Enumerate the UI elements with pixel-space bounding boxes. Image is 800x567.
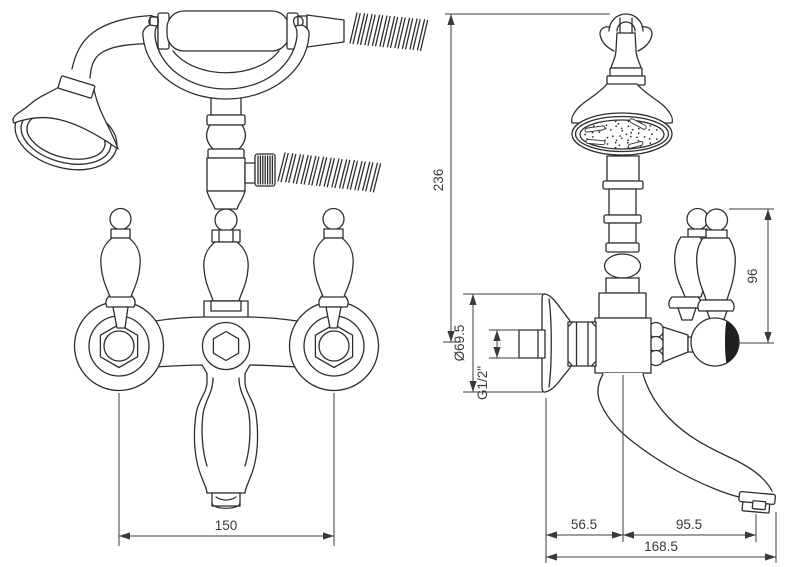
shower-hose-upper xyxy=(349,12,429,52)
dim-bottom: 56.5 95.5 168.5 xyxy=(545,375,777,563)
valve-body-side xyxy=(594,292,652,374)
handles-side xyxy=(668,207,736,326)
dim-150: 150 xyxy=(118,393,335,546)
outlet-nipple-dark xyxy=(725,321,739,363)
diverter-knob xyxy=(254,153,276,187)
lever-handle-left xyxy=(100,207,141,329)
hand-shower xyxy=(12,10,345,171)
inlet-nipple xyxy=(518,329,546,359)
dim-label-168-5: 168.5 xyxy=(644,539,678,554)
dim-label-95-5: 95.5 xyxy=(676,517,702,532)
shower-cradle xyxy=(142,15,310,100)
spout-outlet xyxy=(738,490,777,514)
spray-face-slots xyxy=(584,118,647,149)
lever-handle-right xyxy=(313,207,354,329)
center-boss xyxy=(201,321,251,371)
riser-column-side xyxy=(602,155,644,294)
dim-label-56-5: 56.5 xyxy=(571,517,597,532)
dim-label-96: 96 xyxy=(745,268,760,283)
dim-label-flange-diameter: Ø69.5 xyxy=(452,325,467,362)
dim-label-236: 236 xyxy=(431,169,446,192)
dim-label-150: 150 xyxy=(215,518,238,533)
hand-shower-head xyxy=(12,75,119,171)
hand-shower-grip xyxy=(149,10,345,52)
side-view: 236 xyxy=(431,13,777,563)
riser-column-front xyxy=(203,93,276,319)
hand-shower-outlet xyxy=(662,317,740,367)
dim-flange-diameter: Ø69.5 xyxy=(452,293,543,393)
spout-front xyxy=(193,373,259,509)
dim-236: 236 xyxy=(431,13,610,343)
diverter-hose xyxy=(277,152,382,193)
dim-thread: G1/2" xyxy=(475,329,521,400)
wall-flange-side xyxy=(518,293,597,393)
dim-96: 96 xyxy=(729,208,774,344)
shower-head-side xyxy=(570,13,674,156)
front-view: 150 xyxy=(12,10,429,546)
hex-nut-side xyxy=(567,321,597,367)
spout-side xyxy=(597,373,777,514)
dim-label-thread: G1/2" xyxy=(475,366,490,400)
